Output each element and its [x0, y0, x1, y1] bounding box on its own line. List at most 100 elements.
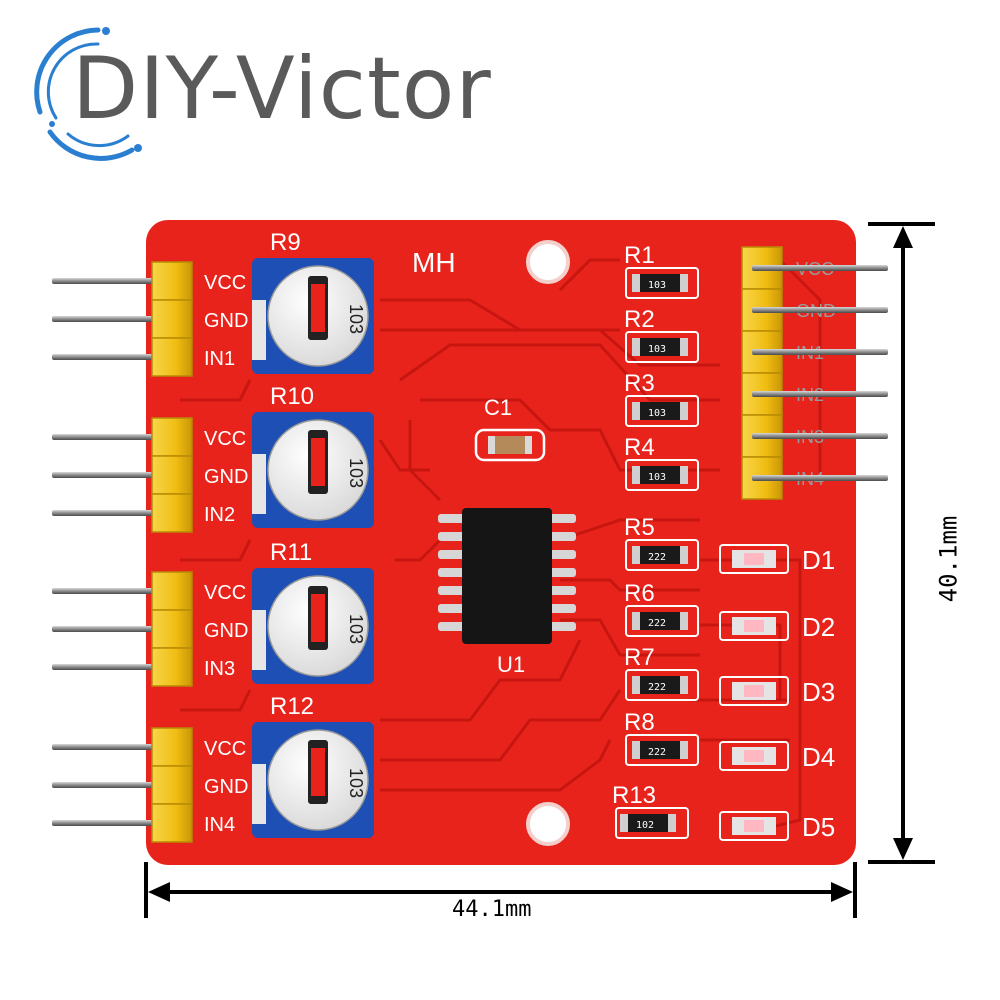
header-pin [752, 475, 888, 481]
pin-label: IN4 [204, 814, 235, 836]
led-d5: D5 [719, 811, 835, 842]
pot-code: 103 [346, 304, 366, 334]
pot-terminal [252, 300, 266, 360]
silkscreen-brand: MH [412, 247, 456, 278]
resistor-body [640, 676, 680, 694]
resistor-body [640, 338, 680, 356]
led-label: D5 [802, 812, 835, 842]
pot-code: 103 [346, 614, 366, 644]
resistor-code: 222 [648, 552, 666, 563]
ic-pin [548, 568, 576, 577]
header-housing [151, 455, 193, 495]
header-pin [52, 626, 172, 632]
led-label: D2 [802, 612, 835, 642]
pot-slot-inner [311, 594, 325, 642]
ic-pin [438, 550, 466, 559]
header-housing [151, 337, 193, 377]
pot-slot-inner [311, 748, 325, 796]
resistor-code: 102 [636, 820, 654, 831]
resistor-outline [625, 331, 699, 363]
header-housing [151, 647, 193, 687]
pin-label: VCC [204, 272, 246, 294]
resistor-pad [680, 676, 688, 694]
resistor-pad [632, 741, 640, 759]
resistor-body [640, 612, 680, 630]
pot-terminal [252, 764, 266, 824]
potentiometer-label: R12 [270, 693, 314, 720]
resistor-outline [615, 807, 689, 839]
resistor-label: R4 [624, 434, 655, 461]
resistor-pad [680, 466, 688, 484]
led-label: D1 [802, 545, 835, 575]
ic-pin [438, 568, 466, 577]
led-lens [744, 820, 764, 832]
pin-label: IN3 [204, 658, 235, 680]
pin-label: GND [204, 466, 248, 488]
pot-code: 103 [346, 458, 366, 488]
potentiometer-label: R11 [270, 539, 312, 566]
header-pin [52, 744, 172, 750]
resistor-pad [680, 402, 688, 420]
resistor-pad [632, 338, 640, 356]
right-header-group: VCCGNDIN1IN2IN3IN4 [741, 246, 888, 500]
resistor-code: 103 [648, 472, 666, 483]
ic-pin [548, 532, 576, 541]
pin-label: IN2 [204, 504, 235, 526]
pin-label: VCC [204, 582, 246, 604]
header-pin [52, 434, 172, 440]
led-outline [719, 676, 789, 706]
watermark-text: DIY-Victor [72, 39, 492, 139]
led-lens [744, 620, 764, 632]
resistor-body [640, 546, 680, 564]
width-dimension-label: 44.1mm [452, 897, 532, 922]
ic-pin [548, 514, 576, 523]
ic-pin [548, 622, 576, 631]
resistor-body [640, 402, 680, 420]
resistor-pad [632, 466, 640, 484]
diy-victor-logo-icon [34, 27, 142, 161]
led-outline [719, 611, 789, 641]
pin-label: VCC [204, 428, 246, 450]
header-pin [52, 782, 172, 788]
header-pin [52, 354, 172, 360]
header-pin [752, 391, 888, 397]
left-header-2: VCC GND IN2 [52, 417, 248, 533]
capacitor-c1: C1 [474, 395, 546, 462]
resistor-body [640, 274, 680, 292]
ic-label: U1 [497, 652, 525, 677]
pot-slot-inner [311, 438, 325, 486]
potentiometer-label: R9 [270, 229, 301, 256]
led-label: D4 [802, 742, 835, 772]
resistor-label: R8 [624, 709, 655, 736]
resistor-code: 103 [648, 344, 666, 355]
led-outline [719, 741, 789, 771]
height-dimension-label: 40.1mm [934, 515, 963, 603]
pot-slot-inner [311, 284, 325, 332]
resistor-outline [625, 539, 699, 571]
resistor-label: R6 [624, 580, 655, 607]
led-d4: D4 [719, 741, 835, 772]
width-dimension [144, 862, 857, 918]
header-pin [752, 307, 888, 313]
ic-u1: U1 [438, 508, 576, 677]
led-lens [744, 553, 764, 565]
potentiometer-r9: R9 103 [252, 229, 374, 374]
resistor-outline [625, 605, 699, 637]
resistor-pad [632, 676, 640, 694]
resistor-pad [632, 274, 640, 292]
resistor-pad [632, 612, 640, 630]
resistor-body [640, 741, 680, 759]
header-pin [52, 664, 172, 670]
header-housing [151, 493, 193, 533]
resistor-pad [680, 338, 688, 356]
resistor-code: 222 [648, 618, 666, 629]
